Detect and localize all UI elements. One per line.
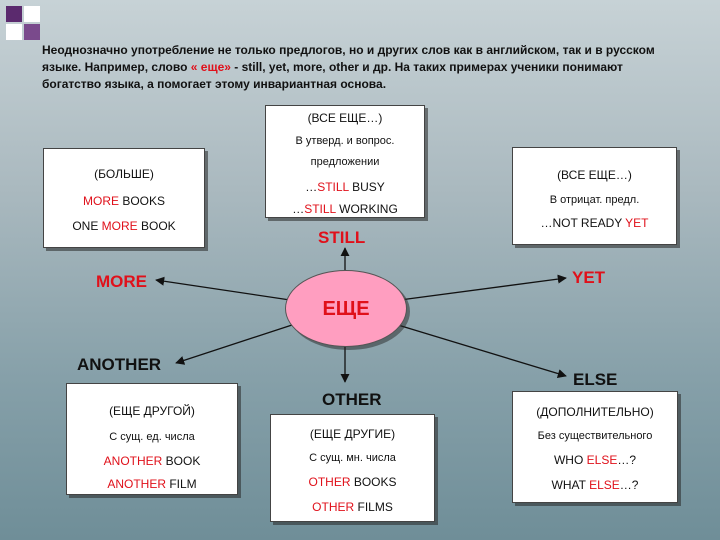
label-another: ANOTHER: [77, 355, 162, 374]
center-word-ellipse: ЕЩЕ: [285, 270, 407, 347]
arrow-to-yet: [399, 274, 567, 301]
else-box-title: (ДОПОЛНИТЕЛЬНО): [536, 405, 654, 419]
else-box-example: WHAT ELSE…?: [551, 478, 639, 492]
label-else: ELSE: [573, 370, 618, 389]
other-box-example: OTHER BOOKS: [308, 475, 397, 489]
another-box-title: (ЕЩЕ ДРУГОЙ): [109, 404, 195, 418]
still-box-note: предложении: [310, 156, 380, 168]
yet-box-title: (ВСЕ ЕЩЕ…): [557, 168, 632, 182]
corner-square-dark: [6, 6, 22, 22]
label-still: STILL: [318, 228, 366, 247]
yet-box-note: В отрицат. предл.: [549, 194, 640, 206]
yet-box-example: …NOT READY YET: [540, 216, 649, 230]
still-box: (ВСЕ ЕЩЕ…) В утверд. и вопрос. предложен…: [265, 105, 425, 218]
arrow-to-another: [175, 324, 293, 365]
center-word: ЕЩЕ: [322, 298, 370, 320]
still-box-example: …STILL BUSY: [305, 180, 385, 194]
still-box-example: …STILL WORKING: [292, 202, 398, 216]
label-more: MORE: [96, 272, 147, 291]
corner-square-dark: [24, 24, 40, 40]
label-other: OTHER: [322, 390, 382, 409]
another-box-example: ANOTHER BOOK: [103, 454, 201, 468]
still-box-note: В утверд. и вопрос.: [295, 135, 395, 147]
still-box-title: (ВСЕ ЕЩЕ…): [307, 111, 383, 125]
arrow-to-more: [155, 276, 291, 301]
else-box-note: Без существительного: [537, 430, 653, 442]
more-box-example: ONE MORE BOOK: [72, 219, 176, 233]
highlighted-word: « еще»: [190, 60, 231, 74]
else-box-example: WHO ELSE…?: [553, 453, 637, 467]
other-box-note: С сущ. мн. числа: [309, 452, 396, 464]
more-box: (БОЛЬШЕ) MORE BOOKS ONE MORE BOOK: [43, 148, 205, 248]
else-box: (ДОПОЛНИТЕЛЬНО) Без существительного WHO…: [512, 391, 678, 503]
intro-paragraph: Неоднозначно употребление не только пред…: [42, 43, 655, 91]
corner-square-light: [24, 6, 40, 22]
label-yet: YET: [572, 268, 606, 287]
more-box-title: (БОЛЬШЕ): [94, 167, 154, 181]
yet-box: (ВСЕ ЕЩЕ…) В отрицат. предл. …NOT READY …: [512, 147, 677, 245]
another-box-example: ANOTHER FILM: [107, 477, 197, 491]
other-box-title: (ЕЩЕ ДРУГИЕ): [309, 427, 396, 441]
arrow-to-else: [397, 324, 567, 378]
corner-square-light: [6, 24, 22, 40]
another-box-note: С сущ. ед. числа: [109, 431, 195, 443]
other-box: (ЕЩЕ ДРУГИЕ) С сущ. мн. числа OTHER BOOK…: [270, 414, 435, 522]
more-box-example: MORE BOOKS: [82, 194, 165, 208]
another-box: (ЕЩЕ ДРУГОЙ) С сущ. ед. числа ANOTHER BO…: [66, 383, 238, 495]
other-box-example: OTHER FILMS: [312, 500, 393, 514]
